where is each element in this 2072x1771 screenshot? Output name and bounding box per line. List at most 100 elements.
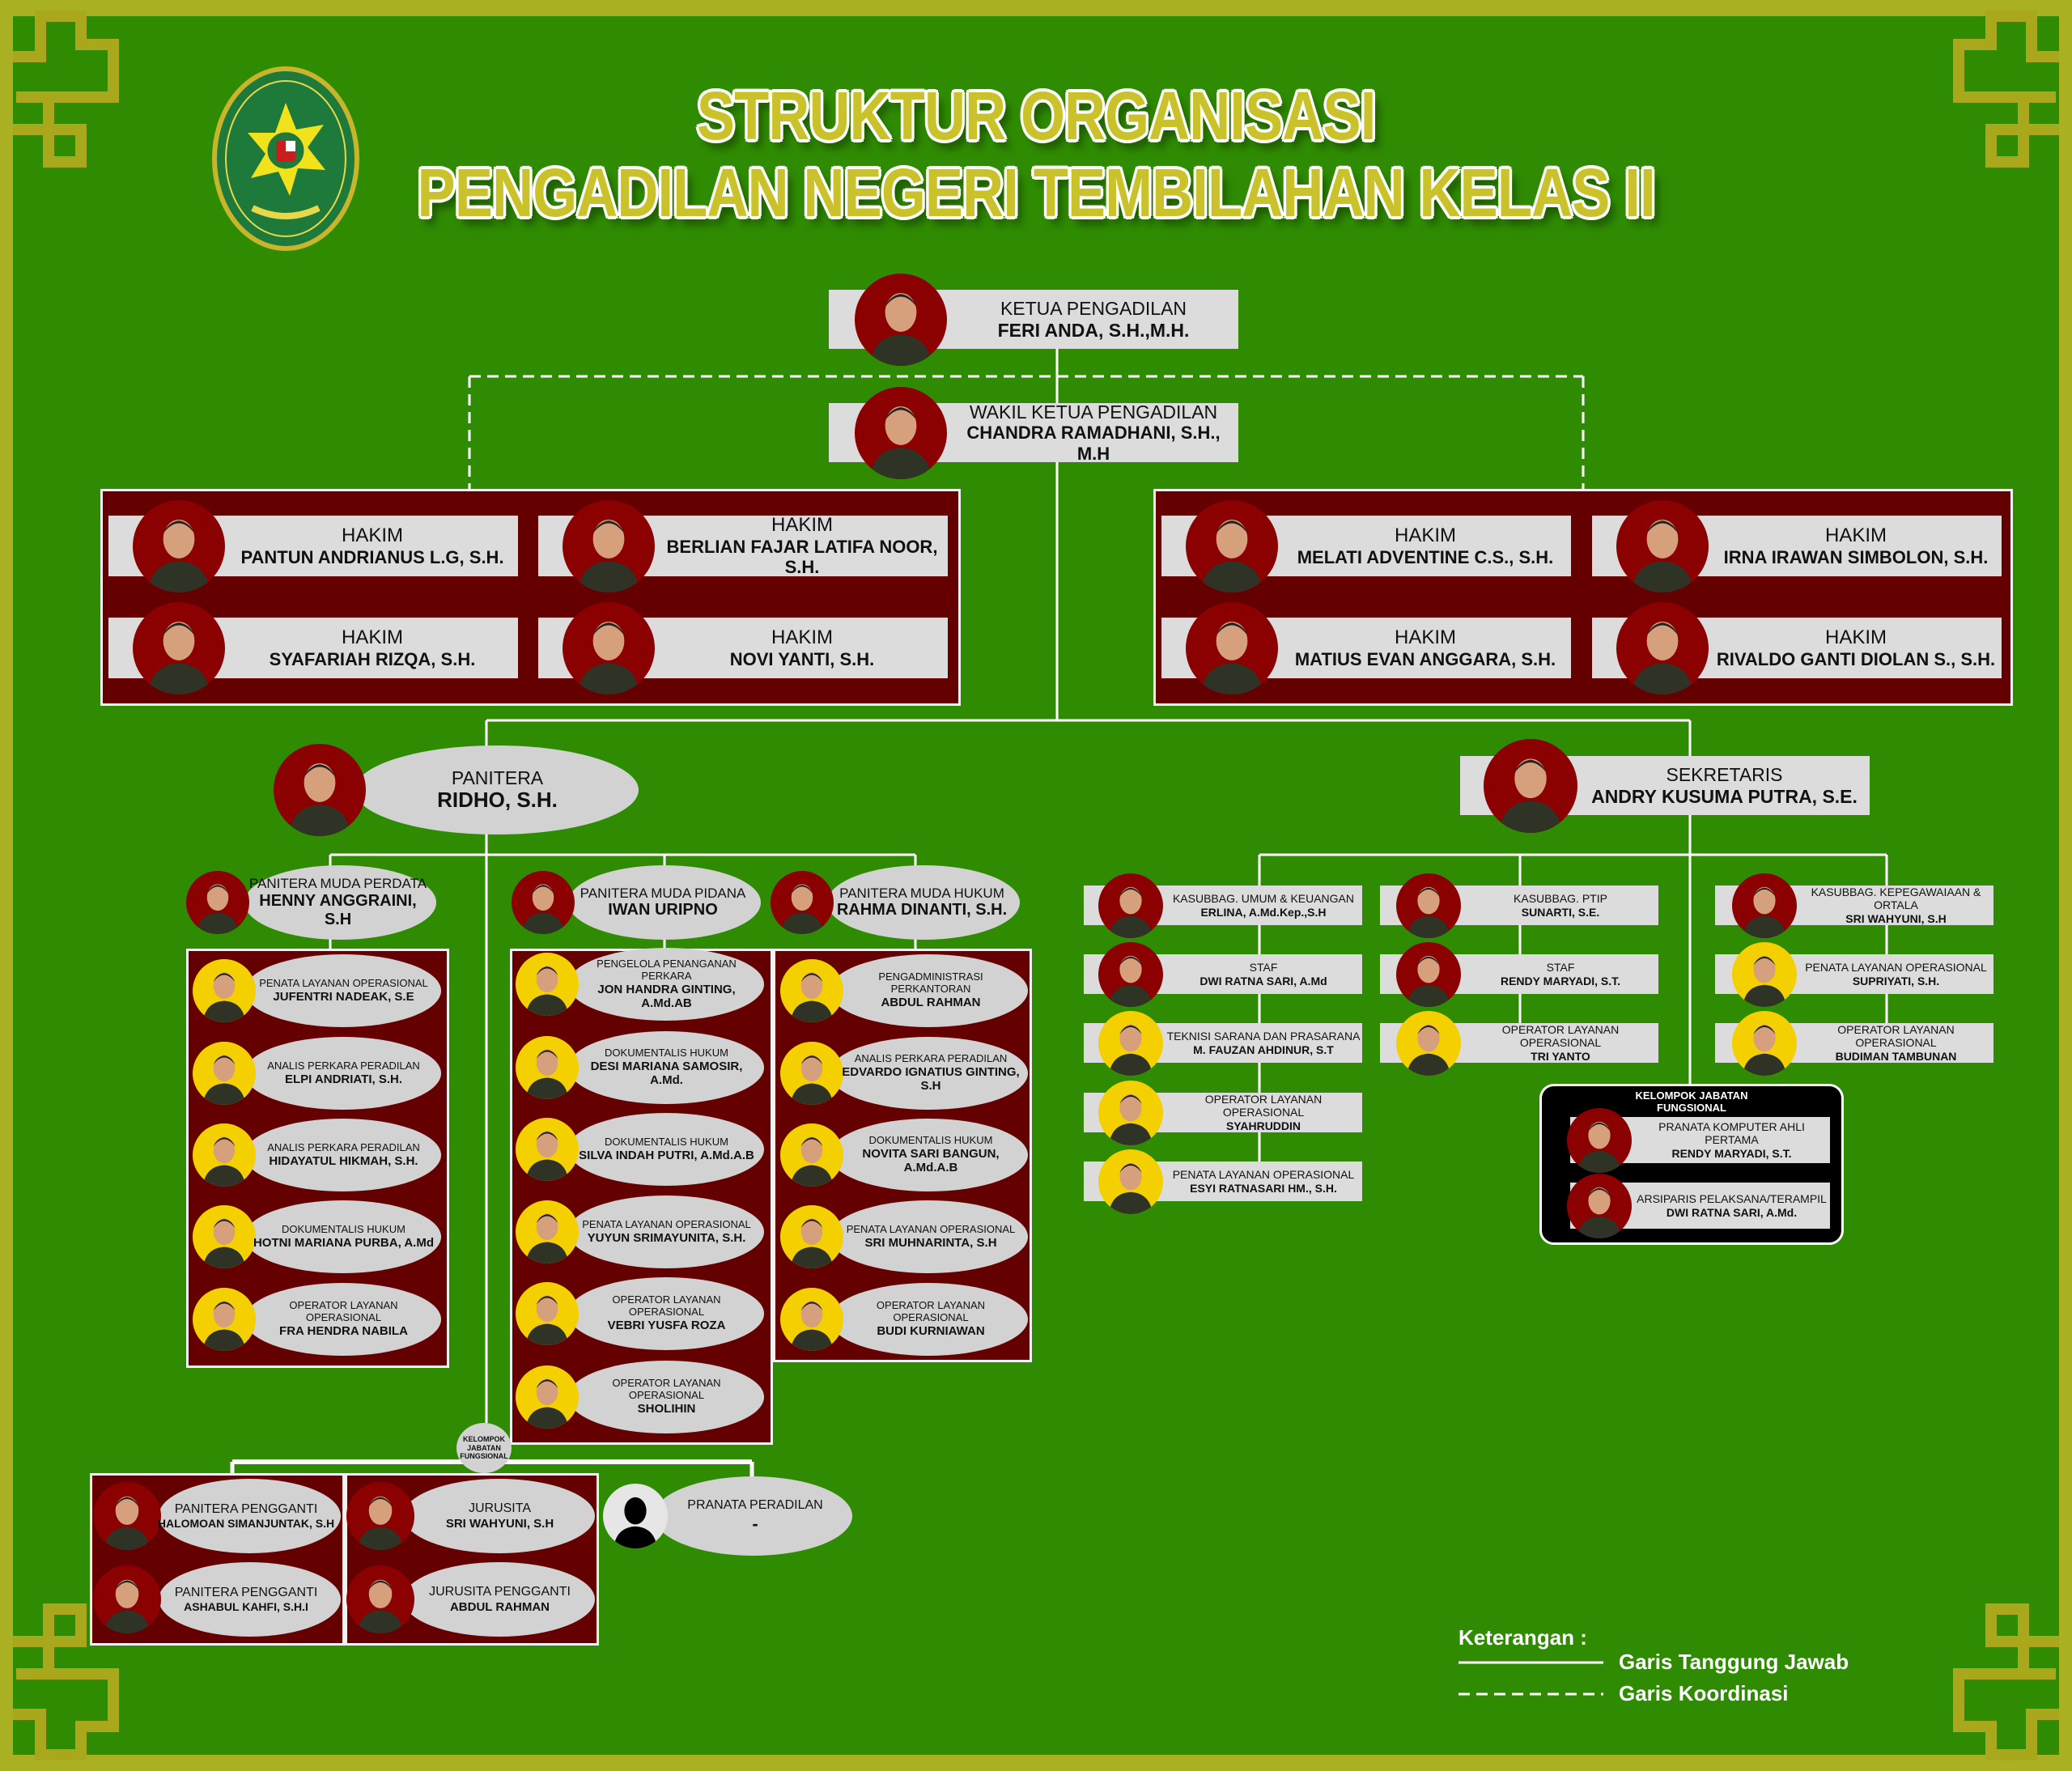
person-silhouette-icon	[1631, 519, 1694, 592]
person-silhouette-icon	[1109, 1094, 1153, 1145]
person-name: TRI YANTO	[1531, 1049, 1590, 1063]
position-title: PANITERA	[451, 767, 544, 788]
position-title: OPERATOR LAYANAN OPERASIONAL	[876, 1299, 986, 1324]
person-silhouette-icon	[525, 1295, 569, 1345]
avatar-photo	[563, 601, 655, 694]
person-name: ELPI ANDRIATI, S.H.	[284, 1072, 402, 1086]
position-title: KASUBBAG. KEPEGAWAIAAN & ORTALA	[1811, 886, 1981, 912]
staff-card	[244, 1037, 441, 1110]
person-silhouette-icon	[790, 972, 834, 1022]
person-silhouette-icon	[104, 1496, 151, 1550]
corner-knot-ornament	[13, 11, 119, 168]
person-name: ERLINA, A.Md.Kep.,S.H	[1200, 905, 1327, 919]
avatar-photo	[274, 744, 366, 836]
position-title: DOKUMENTALIS HUKUM	[605, 1047, 728, 1060]
person-silhouette-icon	[1499, 758, 1562, 833]
avatar-photo	[516, 1200, 579, 1263]
position-title: ANALIS PERKARA PERADILAN	[267, 1140, 420, 1153]
person-name: SRI MUHNARINTA, S.H	[864, 1235, 997, 1250]
person-name: IWAN URIPNO	[608, 901, 718, 919]
position-title: PANITERA MUDA PERDATA	[248, 876, 427, 892]
person-silhouette-icon	[790, 1055, 834, 1105]
person-silhouette-icon	[202, 1218, 246, 1268]
jurusita-card	[403, 1562, 595, 1637]
person-silhouette-icon	[869, 406, 932, 479]
avatar-photo	[186, 871, 249, 934]
position-title: ARSIPARIS PELAKSANA/TERAMPIL	[1637, 1192, 1827, 1206]
position-title: PENGELOLA PENANGANAN PERKARA	[597, 957, 737, 982]
staff-card	[568, 1196, 764, 1268]
person-silhouette-icon	[357, 1496, 404, 1550]
person-name: HENNY ANGGRAINI, S.H	[259, 891, 417, 928]
avatar-photo	[193, 1205, 256, 1268]
position-title: PENATA LAYANAN OPERASIONAL	[846, 1222, 1016, 1235]
staff-card	[568, 1361, 764, 1433]
corner-knot-ornament	[1953, 11, 2059, 168]
corner-knot-ornament	[1953, 1603, 2059, 1760]
person-silhouette-icon	[790, 1136, 834, 1187]
panitera-pengganti-card	[159, 1562, 341, 1637]
avatar-photo	[193, 1123, 256, 1187]
person-name: DWI RATNA SARI, A.Md.	[1666, 1205, 1798, 1219]
avatar-photo	[516, 1282, 579, 1345]
position-title: OPERATOR LAYANAN OPERASIONAL	[1204, 1093, 1323, 1119]
avatar-photo	[1098, 1149, 1163, 1214]
person-silhouette-icon	[1200, 621, 1263, 694]
position-title: PENATA LAYANAN OPERASIONAL	[259, 976, 428, 989]
panitera-muda-card	[568, 865, 761, 940]
staff-card	[568, 1031, 764, 1104]
staff-card	[568, 1277, 764, 1350]
avatar-photo	[1567, 1173, 1632, 1238]
position-title: SEKRETARIS	[1666, 764, 1783, 786]
position-title: OPERATOR LAYANAN OPERASIONAL	[1837, 1023, 1955, 1050]
position-title: OPERATOR LAYANAN OPERASIONAL	[612, 1377, 721, 1402]
person-silhouette-icon	[790, 1218, 834, 1268]
position-title: KASUBBAG. PTIP	[1514, 892, 1607, 906]
position-title: PENGADMINISTRASI PERKANTORAN	[878, 970, 983, 996]
person-name: RIVALDO GANTI DIOLAN S., S.H.	[1716, 648, 1996, 669]
pranata-peradilan-card	[654, 1476, 852, 1556]
person-silhouette-icon	[104, 1579, 151, 1633]
person-silhouette-icon	[202, 1301, 246, 1351]
kelompok-jabatan-badge: KELOMPOK JABATAN FUNGSIONAL	[456, 1423, 512, 1473]
avatar-photo	[1567, 1107, 1632, 1173]
position-title: OPERATOR LAYANAN OPERASIONAL	[289, 1299, 398, 1324]
position-title: ANALIS PERKARA PERADILAN	[267, 1059, 420, 1072]
avatar-photo	[1186, 601, 1278, 694]
person-silhouette-icon	[1109, 955, 1153, 1007]
person-silhouette-icon	[1407, 1024, 1450, 1076]
avatar-photo	[133, 499, 225, 592]
staff-card	[244, 1283, 441, 1356]
position-title: PANITERA PENGGANTI	[174, 1585, 318, 1599]
avatar-photo	[193, 1288, 256, 1351]
person-silhouette-icon	[577, 519, 640, 592]
avatar-photo	[193, 959, 256, 1022]
panitera-pengganti-card	[159, 1479, 341, 1553]
staff-card	[830, 954, 1028, 1027]
person-name: SYAFARIAH RIZQA, S.H.	[269, 648, 476, 669]
corner-knot-ornament	[13, 1603, 119, 1760]
position-title: OPERATOR LAYANAN OPERASIONAL	[612, 1293, 721, 1319]
position-title: HAKIM	[771, 626, 833, 649]
person-name: HOTNI MARIANA PURBA, A.Md	[253, 1235, 435, 1250]
avatar-photo	[780, 1123, 843, 1187]
person-silhouette-icon	[869, 292, 932, 366]
